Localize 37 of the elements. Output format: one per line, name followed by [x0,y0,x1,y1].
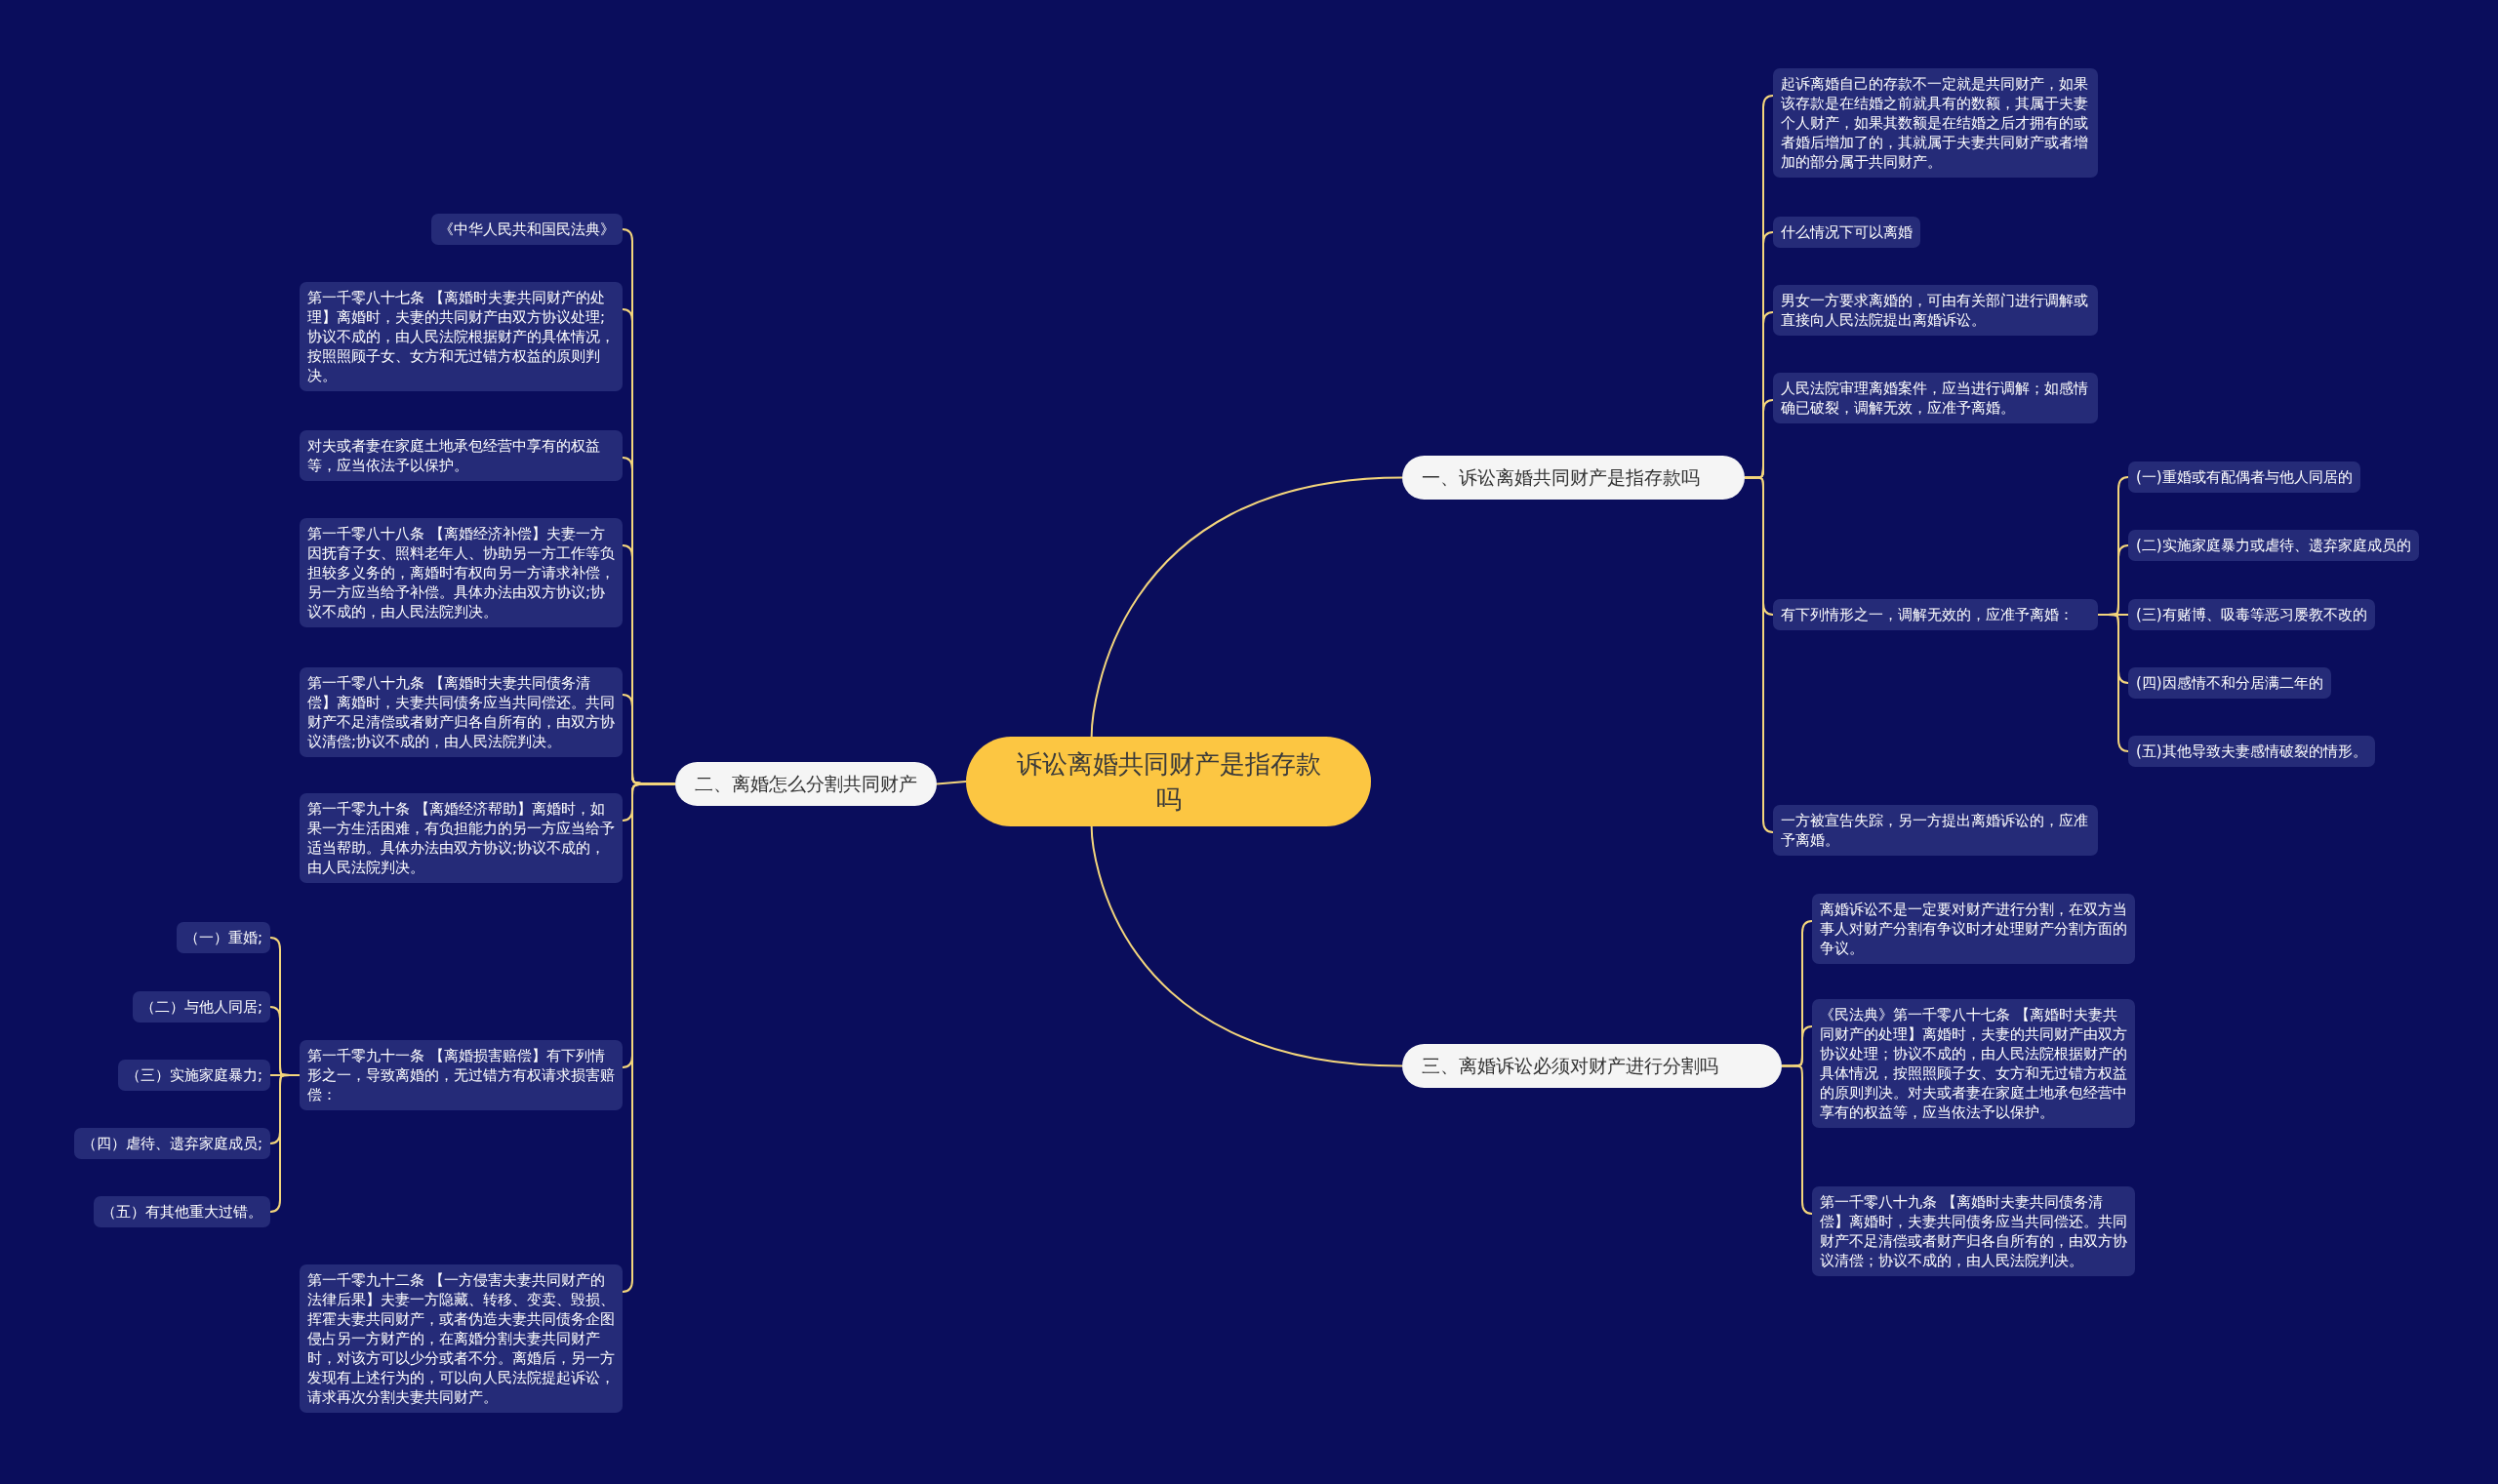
connector-line [1090,825,1403,1067]
topic-card: 男女一方要求离婚的，可由有关部门进行调解或直接向人民法院提出离婚诉讼。 [1773,285,2098,336]
topic-card: (三)有赌博、吸毒等恶习屡教不改的 [2128,599,2375,630]
topic-card: 《民法典》第一千零八十七条 【离婚时夫妻共同财产的处理】离婚时，夫妻的共同财产由双方协议处理；协议不成的，由人民法院根据财产的具体情况，按照照顾子女、女方和无过错方权益的原则判决。对夫或者妻在家庭土地承包经营中享有的权益等，应当依法予以保护。 [1812,999,2135,1128]
connector-line [269,1074,301,1213]
topic-card: 第一千零九十条 【离婚经济帮助】离婚时，如果一方生活困难，有负担能力的另一方应当给予适当帮助。具体办法由双方协议;协议不成的，由人民法院判决。 [300,793,623,883]
topic-card: （五）有其他重大过错。 [94,1196,270,1227]
topic-card: (四)因感情不和分居满二年的 [2128,667,2331,699]
topic-card: 什么情况下可以离婚 [1773,217,1920,248]
connector-line [1781,1064,1813,1215]
branch-topic: 三、离婚诉讼必须对财产进行分割吗 [1402,1044,1782,1088]
connector-line [1090,476,1403,738]
branch-topic: 二、离婚怎么分割共同财产 [675,762,937,806]
topic-card: 第一千零八十七条 【离婚时夫妻共同财产的处理】离婚时，夫妻的共同财产由双方协议处理;协议不成的，由人民法院根据财产的具体情况，按照照顾子女、女方和无过错方权益的原则判决。 [300,282,623,391]
topic-card: （三）实施家庭暴力; [117,1060,270,1091]
connector-line [2097,614,2129,752]
topic-card: 第一千零九十二条 【一方侵害夫妻共同财产的法律后果】夫妻一方隐藏、转移、变卖、毁损、挥霍夫妻共同财产，或者伪造夫妻共同债务企图侵占另一方财产的，在离婚分割夫妻共同财产时，对该方可以少分或者不分。离婚后，另一方发现有上述行为的，可以向人民法院提起诉讼，请求再次分割夫妻共同财产。 [300,1264,623,1413]
topic-card: 对夫或者妻在家庭土地承包经营中享有的权益等，应当依法予以保护。 [300,430,623,481]
topic-card: 一方被宣告失踪，另一方提出离婚诉讼的，应准予离婚。 [1773,805,2098,856]
topic-card: 起诉离婚自己的存款不一定就是共同财产，如果该存款是在结婚之前就具有的数额，其属于夫妻个人财产，如果其数额是在结婚之后才拥有的或者婚后增加了的，其就属于夫妻共同财产或者增加的部分属于共同财产。 [1773,68,2098,178]
connector-line [936,781,967,785]
branch-topic: 一、诉讼离婚共同财产是指存款吗 [1402,456,1745,500]
topic-card: 《中华人民共和国民法典》 [431,214,623,245]
topic-card: （一）重婚; [176,922,270,953]
topic-card: 第一千零八十九条 【离婚时夫妻共同债务清偿】离婚时，夫妻共同债务应当共同偿还。共同财产不足清偿或者财产归各自所有的，由双方协议清偿；协议不成的，由人民法院判决。 [1812,1186,2135,1276]
topic-card: 有下列情形之一，调解无效的，应准予离婚： [1773,599,2098,630]
topic-card: 离婚诉讼不是一定要对财产进行分割，在双方当事人对财产分割有争议时才处理财产分割方面的争议。 [1812,894,2135,964]
topic-card: 人民法院审理离婚案件，应当进行调解；如感情确已破裂，调解无效，应准予离婚。 [1773,373,2098,423]
topic-card: (五)其他导致夫妻感情破裂的情形。 [2128,736,2375,767]
topic-card: (二)实施家庭暴力或虐待、遗弃家庭成员的 [2128,530,2419,561]
topic-card: 第一千零九十一条 【离婚损害赔偿】有下列情形之一，导致离婚的，无过错方有权请求损害赔偿： [300,1040,623,1110]
topic-card: （二）与他人同居; [132,991,270,1023]
topic-card: 第一千零八十九条 【离婚时夫妻共同债务清偿】离婚时，夫妻共同债务应当共同偿还。共同财产不足清偿或者财产归各自所有的，由双方协议清偿;协议不成的，由人民法院判决。 [300,667,623,757]
central-topic: 诉讼离婚共同财产是指存款吗 [966,737,1371,826]
topic-card: (一)重婚或有配偶者与他人同居的 [2128,461,2360,493]
topic-card: （四）虐待、遗弃家庭成员; [73,1128,270,1159]
topic-card: 第一千零八十八条 【离婚经济补偿】夫妻一方因抚育子女、照料老年人、协助另一方工作等负担较多义务的，离婚时有权向另一方请求补偿，另一方应当给予补偿。具体办法由双方协议;协议不成的，由人民法院判决。 [300,518,623,627]
